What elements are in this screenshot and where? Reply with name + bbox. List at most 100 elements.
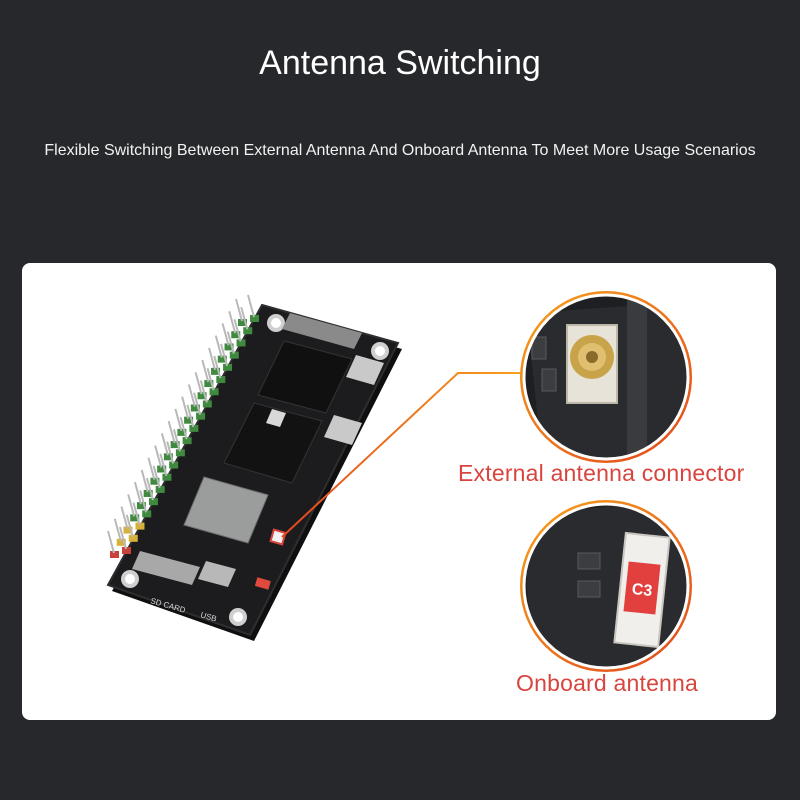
gpio-pin-base <box>130 514 140 522</box>
gpio-pin <box>172 429 181 452</box>
gpio-pin <box>221 323 230 346</box>
gpio-pin-base <box>196 412 206 420</box>
gpio-pin <box>120 506 129 529</box>
gpio-pin-base <box>162 473 172 481</box>
gpio-pin <box>235 298 243 322</box>
gpio-pin <box>113 518 122 542</box>
onboard-antenna-label: Onboard antenna <box>516 670 699 696</box>
gpio-pin <box>220 343 229 367</box>
gpio-pin <box>213 355 222 379</box>
gpio-pin-base <box>169 461 179 469</box>
page-title: Antenna Switching <box>259 44 541 82</box>
wifi-module <box>183 476 269 544</box>
gpio-pin <box>179 416 188 440</box>
gpio-pin <box>154 445 163 468</box>
gpio-pin-base <box>243 327 253 335</box>
gpio-pin <box>132 502 141 525</box>
gpio-pin <box>214 335 223 358</box>
gpio-pin-base <box>122 547 131 554</box>
gpio-pin-base <box>177 428 187 436</box>
product-image-card: SD CARD USB <box>22 263 776 720</box>
gpio-pin-base <box>148 498 158 506</box>
gpio-pin-base <box>217 355 227 363</box>
gpio-pin <box>127 494 136 517</box>
sd-card-slot <box>132 551 200 585</box>
gpio-pin-base <box>202 400 212 408</box>
callout-line-external <box>281 372 522 538</box>
usb-port <box>324 415 362 445</box>
gpio-pin-base <box>211 367 221 375</box>
gpio-pin-base <box>135 522 145 530</box>
external-antenna-connector <box>269 528 287 546</box>
gpio-pin <box>240 306 249 330</box>
usb-connector <box>198 561 236 587</box>
gpio-pin-base <box>231 331 241 339</box>
gpio-pin <box>107 530 115 554</box>
gpio-pin-base <box>224 343 234 351</box>
gpio-pin-base <box>184 416 194 424</box>
chip-label: C3 <box>631 581 653 600</box>
gpio-pin-base <box>150 477 160 485</box>
soc-chip <box>223 402 323 484</box>
gpio-pin <box>166 441 175 464</box>
gpio-pin-base <box>170 441 180 449</box>
gpio-pin <box>226 331 235 354</box>
gpio-pin <box>125 514 134 538</box>
gpio-pin <box>133 481 142 505</box>
gpio-pin <box>186 404 195 428</box>
gpio-pin <box>160 433 169 456</box>
memory-chip <box>257 340 353 414</box>
gpio-pin-base <box>155 485 165 493</box>
gpio-pin-base <box>229 351 239 359</box>
gpio-pin-base <box>142 510 152 518</box>
gpio-pin <box>174 408 183 432</box>
gpio-pin <box>208 347 217 371</box>
board-illustration: SD CARD USB <box>106 291 692 672</box>
gpio-pin-base <box>163 453 173 461</box>
onboard-antenna-chip <box>254 577 271 590</box>
gpio-pin-base <box>110 551 119 558</box>
gpio-pin <box>201 359 210 383</box>
gpio-pin <box>199 380 208 403</box>
gpio-pin <box>139 490 148 513</box>
gpio-pin <box>119 526 127 550</box>
top-connector <box>282 313 362 349</box>
gpio-pin <box>159 453 168 476</box>
gpio-pin-base <box>136 502 146 510</box>
gpio-pin <box>194 372 203 395</box>
usb-silkscreen: USB <box>199 610 217 623</box>
gpio-pin <box>145 477 154 501</box>
gpio-pin-base <box>216 376 226 384</box>
gpio-pin-base <box>175 449 185 457</box>
gpio-pin-base <box>116 538 126 546</box>
gpio-pin-base <box>189 424 199 432</box>
gpio-pin <box>140 469 149 493</box>
gpio-pin-base <box>238 319 247 326</box>
gpio-pin <box>147 457 156 480</box>
gpio-pin-base <box>123 526 133 534</box>
zoom-circle-onboard: C3 <box>520 500 692 672</box>
gpio-pin <box>206 368 215 391</box>
gpio-pin <box>167 420 176 444</box>
gpio-pin-base <box>190 404 200 412</box>
gpio-pin <box>247 294 255 318</box>
gpio-pin <box>228 310 237 334</box>
gpio-pin-base <box>204 380 214 388</box>
external-antenna-label: External antenna connector <box>458 460 745 486</box>
gpio-pin-base <box>209 388 219 396</box>
page-subtitle: Flexible Switching Between External Ante… <box>44 142 756 159</box>
gpio-pin-base <box>128 534 138 542</box>
gpio-pin-base <box>197 392 207 400</box>
gpio-pin <box>193 392 202 415</box>
gpio-header <box>107 294 259 558</box>
gpio-pin-base <box>157 465 167 473</box>
gpio-pin-base <box>250 315 259 322</box>
gpio-pin <box>181 396 190 419</box>
gpio-pin-base <box>182 437 192 445</box>
gpio-pin <box>187 384 196 407</box>
gpio-pin <box>233 319 242 342</box>
gpio-pin-base <box>236 339 246 347</box>
gpio-pin-base <box>143 489 153 497</box>
zoom-circle-external <box>520 291 692 463</box>
usb-port <box>346 355 384 385</box>
